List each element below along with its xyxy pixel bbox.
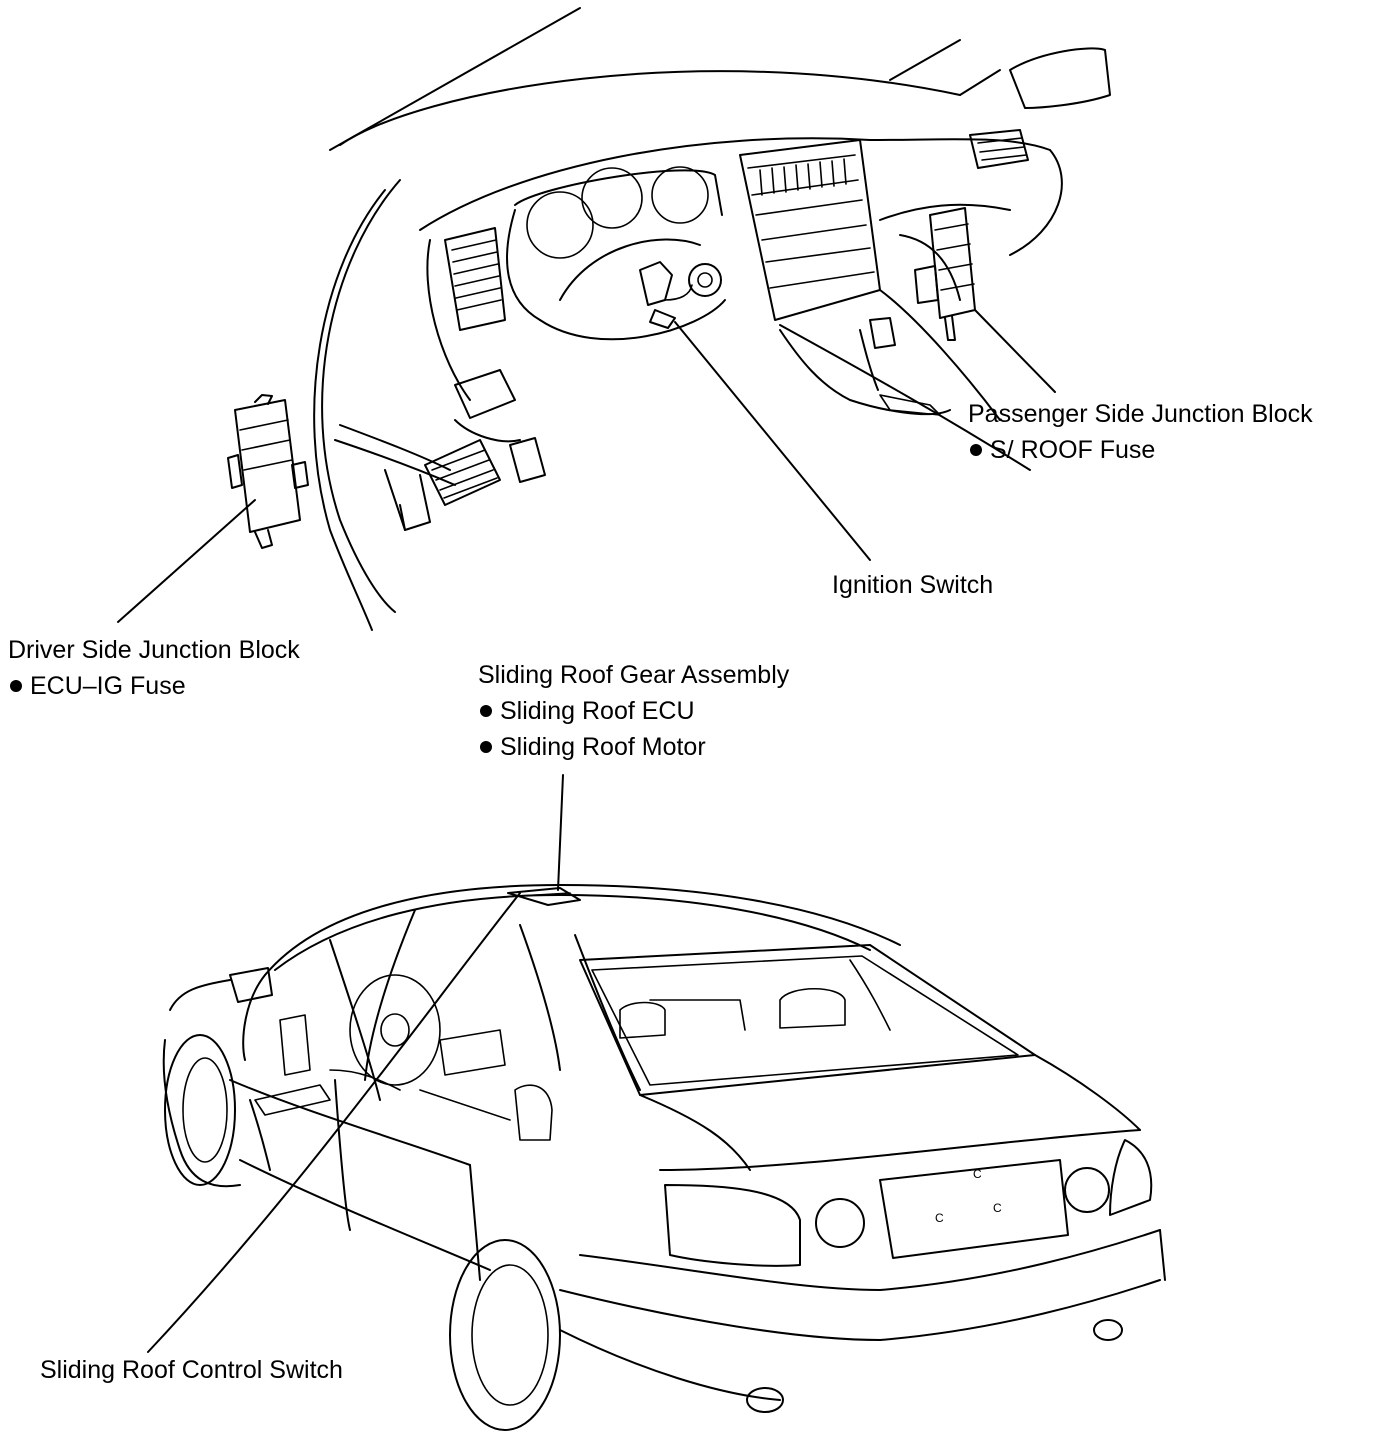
leader-driver-junction-block [117,499,256,623]
s-roof-fuse-text: S/ ROOF Fuse [990,436,1156,464]
bullet-icon [480,740,492,753]
control-switch-label: Sliding Roof Control Switch [40,1356,343,1384]
ecu-ig-fuse-text: ECU–IG Fuse [30,672,186,700]
gear-assembly-label: Sliding Roof Gear Assembly Sliding Roof … [478,663,789,760]
dashboard-drawing [313,7,1111,631]
svg-text:C: C [973,1167,982,1181]
passenger-junction-block-title: Passenger Side Junction Block [968,400,1313,428]
bullet-icon [480,704,492,717]
driver-junction-block-label: Driver Side Junction Block ECU–IG Fuse [8,638,300,699]
ecu-ig-fuse-item: ECU–IG Fuse [8,674,300,699]
s-roof-fuse-item: S/ ROOF Fuse [968,438,1313,463]
leader-ignition-switch [674,321,871,561]
driver-junction-block-drawing [227,394,309,549]
passenger-junction-block-label: Passenger Side Junction Block S/ ROOF Fu… [968,402,1313,463]
driver-junction-block-title: Driver Side Junction Block [8,636,300,664]
sliding-roof-ecu-text: Sliding Roof ECU [500,697,695,725]
ignition-switch-label: Ignition Switch [832,571,994,599]
gear-assembly-title: Sliding Roof Gear Assembly [478,661,790,689]
leader-lines [117,309,1056,1353]
sliding-roof-motor-item: Sliding Roof Motor [478,735,789,760]
bullet-icon [970,443,982,456]
car-drawing: C C C [162,884,1166,1431]
leader-gear-assembly [557,774,564,891]
leader-passenger-junction-block [974,309,1056,393]
svg-text:C: C [935,1211,944,1225]
sliding-roof-ecu-item: Sliding Roof ECU [478,699,789,724]
bullet-icon [10,679,22,692]
sliding-roof-motor-text: Sliding Roof Motor [500,733,706,761]
svg-text:C: C [993,1201,1002,1215]
leader-control-switch [147,892,521,1353]
